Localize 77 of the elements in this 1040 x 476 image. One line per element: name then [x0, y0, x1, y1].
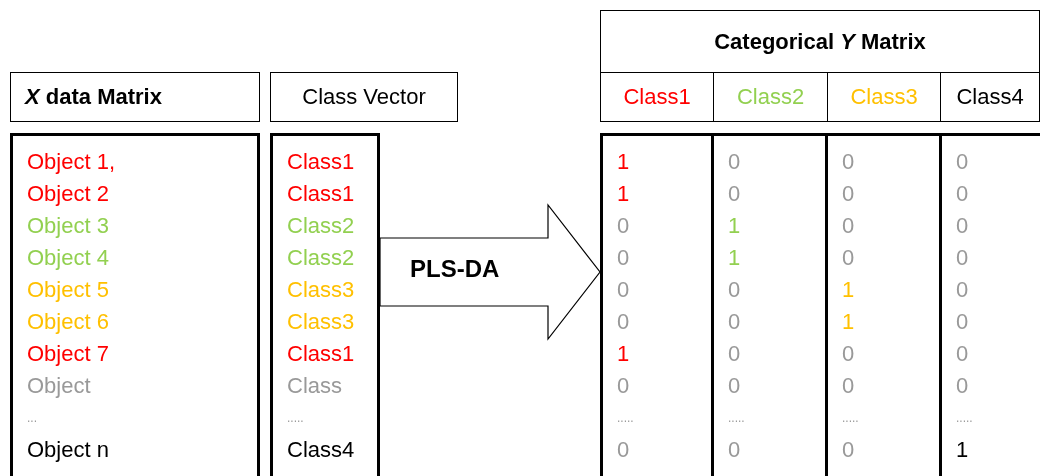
class-vector-box — [270, 133, 380, 476]
class-label: Class2 — [287, 212, 355, 240]
value-text: 0 — [842, 244, 855, 272]
object-label: Object 5 — [27, 276, 109, 304]
header-text: Categorical Y Matrix — [714, 28, 926, 55]
matrix-column — [600, 133, 714, 476]
value-text: 0 — [842, 436, 855, 464]
object-label: Object 1, — [27, 148, 116, 176]
object-label: Object 7 — [27, 340, 109, 368]
vector-header — [270, 72, 458, 122]
data-matrix-box — [10, 133, 260, 476]
value-text: 0 — [842, 148, 855, 176]
value-text: 1 — [842, 308, 855, 336]
value-text: 0 — [956, 340, 969, 368]
value-text: 0 — [728, 148, 741, 176]
value-text: 0 — [956, 212, 969, 240]
value-text: 0 — [842, 340, 855, 368]
value-text: 0 — [728, 372, 741, 400]
edge-label: PLS-DA — [410, 255, 500, 283]
value-text: 0 — [956, 276, 969, 304]
value-text: 0 — [617, 276, 630, 304]
header-text: Class4 — [956, 84, 1024, 110]
ellipsis-text: ..... — [956, 410, 973, 427]
class-label: Class1 — [287, 180, 355, 208]
value-text: 0 — [956, 244, 969, 272]
value-text: 0 — [728, 340, 741, 368]
ellipsis-text: ..... — [842, 410, 859, 427]
header-text: Class Vector — [302, 84, 426, 110]
class-header — [600, 72, 714, 122]
header-text: Class3 — [850, 84, 918, 110]
object-label: Object 2 — [27, 180, 109, 208]
value-text: 0 — [728, 180, 741, 208]
value-text: 0 — [617, 244, 630, 272]
value-text: 0 — [956, 308, 969, 336]
class-label: Class3 — [287, 308, 355, 336]
value-text: 0 — [728, 276, 741, 304]
ellipsis-text: ..... — [617, 410, 634, 427]
value-text: 0 — [617, 308, 630, 336]
object-label: Object 3 — [27, 212, 109, 240]
class-label: Class1 — [287, 148, 355, 176]
object-label: Object n — [27, 436, 109, 464]
value-text: 1 — [617, 180, 630, 208]
matrix-header — [10, 72, 260, 122]
value-text: 0 — [728, 436, 741, 464]
value-text: 1 — [617, 340, 630, 368]
ellipsis-text: ..... — [287, 410, 304, 427]
value-text: 1 — [728, 212, 741, 240]
value-text: 1 — [956, 436, 969, 464]
class-label: Class4 — [287, 436, 355, 464]
header-text: X data Matrix — [25, 84, 162, 110]
value-text: 0 — [842, 372, 855, 400]
object-label: Object 4 — [27, 244, 109, 272]
ellipsis-text: ... — [27, 410, 37, 427]
value-text: 0 — [617, 372, 630, 400]
value-text: 0 — [617, 212, 630, 240]
ellipsis-text: ..... — [728, 410, 745, 427]
class-label: Class1 — [287, 340, 355, 368]
value-text: 0 — [617, 436, 630, 464]
value-text: 1 — [617, 148, 630, 176]
value-text: 0 — [728, 308, 741, 336]
block-arrow — [379, 203, 601, 341]
object-label: Object — [27, 372, 91, 400]
value-text: 0 — [956, 148, 969, 176]
matrix-header — [600, 10, 1040, 73]
value-text: 0 — [956, 372, 969, 400]
value-text: 0 — [956, 180, 969, 208]
header-text: Class2 — [736, 84, 805, 110]
value-text: 1 — [728, 244, 741, 272]
object-label: Object 6 — [27, 308, 109, 336]
class-header — [940, 72, 1040, 122]
header-text: Class1 — [623, 84, 691, 110]
class-label: Class2 — [287, 244, 355, 272]
value-text: 1 — [842, 276, 855, 304]
value-text: 0 — [842, 212, 855, 240]
class-label: Class — [287, 372, 342, 400]
class-label: Class3 — [287, 276, 355, 304]
value-text: 0 — [842, 180, 855, 208]
